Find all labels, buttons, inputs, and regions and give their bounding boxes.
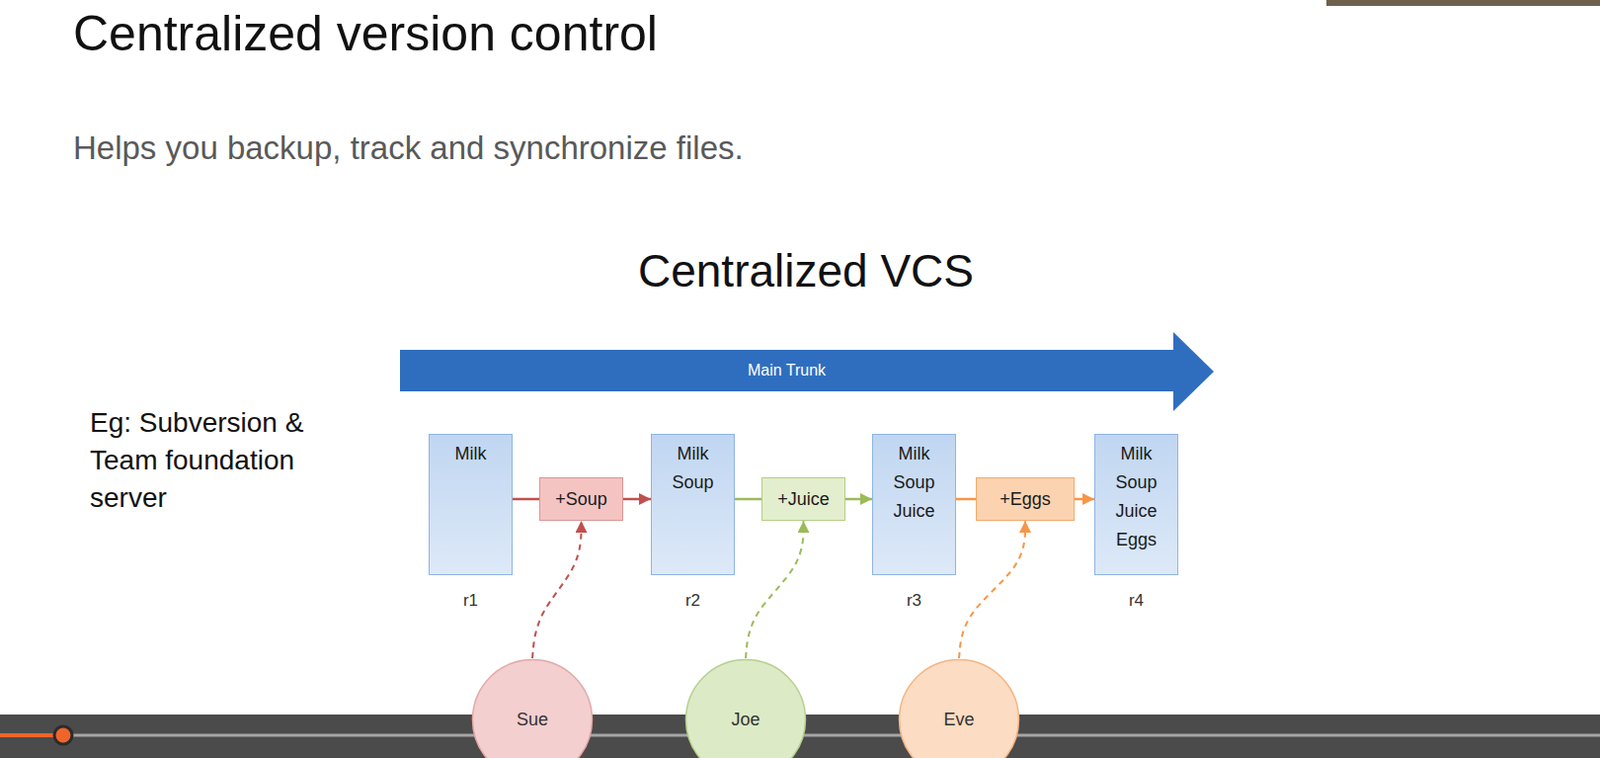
commit-arrow [532,520,582,658]
revision-link [1074,497,1095,501]
box-contents: Milk Soup [671,439,714,497]
user-circle-fill [686,659,806,758]
change-box: +Eggs [975,477,1075,521]
user-name: Sue [516,707,549,731]
revision-box: Milk Soupr2 [650,433,735,575]
commit-arrow [959,520,1026,658]
user-circle: Eve [897,657,1021,758]
commit-arrow [745,520,804,658]
subtitle: Helps you backup, track and synchronize … [73,128,744,168]
progress-track [63,733,1600,737]
trunk-label: Main Trunk [400,349,1174,392]
user-circle: Sue [471,657,594,758]
box-contents: Milk Soup Juice [892,439,935,526]
webcam-thumbnail [1326,0,1600,6]
revision-label: r1 [429,590,512,611]
change-label: +Eggs [999,486,1051,511]
revision-label: r4 [1095,590,1178,611]
user-name: Eve [943,707,974,731]
user-circle-shape [897,657,1021,758]
trunk-arrow: Main Trunk [400,331,1214,411]
revision-box: Milkr1 [428,433,513,575]
trunk-arrow-fill [400,331,1214,411]
slide-title: Centralized version control [73,3,658,64]
user-circle-fill [473,659,593,758]
user-circle-shape [471,657,594,758]
revision-box: Milk Soup Juice Eggsr4 [1094,433,1179,575]
revision-box: Milk Soup Juicer3 [872,433,957,575]
revision-label: r3 [873,590,956,611]
example-note: Eg: Subversion & Team foundation server [89,403,337,517]
diagram-heading: Centralized VCS [509,242,1103,299]
box-contents: Milk [455,439,487,469]
revision-link [956,497,976,501]
change-label: +Soup [555,486,608,511]
progress-knob [54,725,73,744]
user-circle: Joe [684,657,807,758]
revision-label: r2 [651,590,734,611]
user-circle-shape [684,657,807,758]
change-box: +Juice [761,477,846,521]
revision-link [734,497,762,501]
change-box: +Soup [539,477,624,521]
revision-link [845,497,873,501]
revision-link [623,497,651,501]
change-label: +Juice [777,486,830,511]
revision-link [512,497,540,501]
user-name: Joe [730,707,760,731]
box-contents: Milk Soup Juice Eggs [1115,439,1157,555]
user-circle-fill [899,659,1020,758]
